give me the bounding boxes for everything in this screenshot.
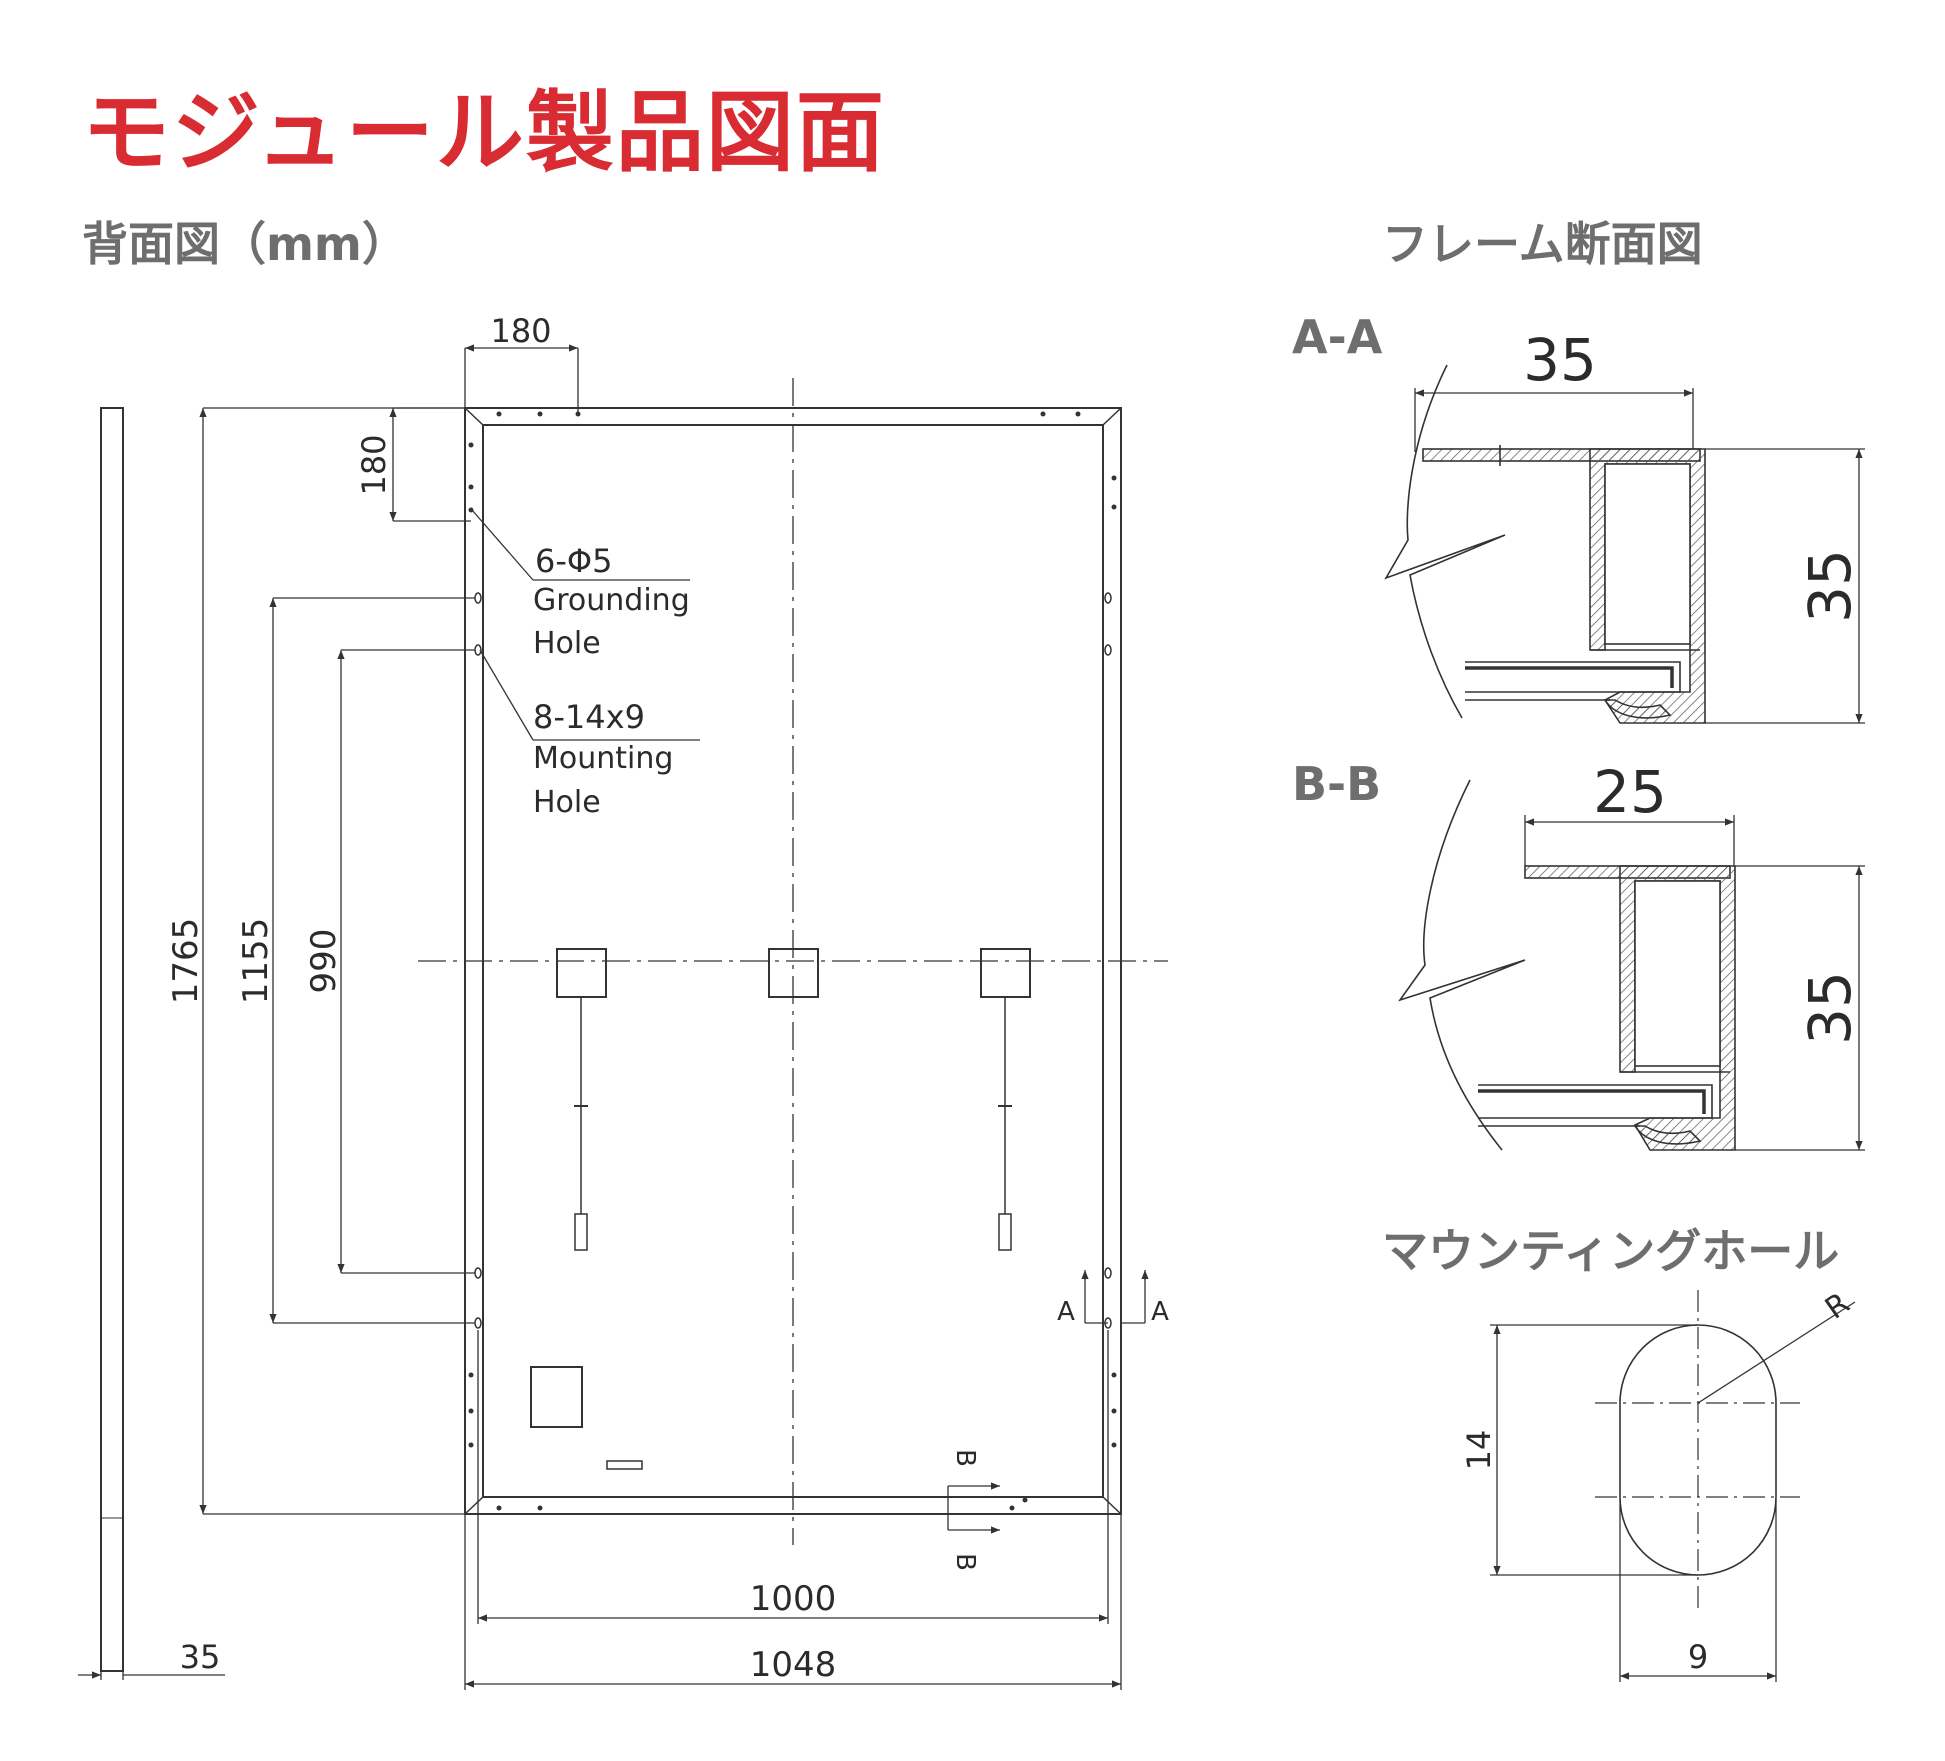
slot-height: 14: [1460, 1430, 1498, 1471]
drain-slot: [606, 1460, 643, 1470]
rear-view-drawing: [100, 378, 1168, 1672]
grounding-hole-spec: 6-Φ5: [535, 542, 612, 580]
frame-section-heading: フレーム断面図: [1382, 217, 1703, 271]
grounding-holes: [468, 411, 1117, 1511]
section-aa-drawing: [1384, 364, 1706, 724]
bb-width: 25: [1593, 758, 1667, 826]
bb-height: 35: [1796, 971, 1864, 1045]
grounding-hole-line2: Hole: [533, 626, 601, 661]
side-profile-bar: [100, 407, 124, 1672]
rear-view-dimensions: [78, 344, 1149, 1690]
connector-right: [998, 1213, 1012, 1251]
slot-width: 9: [1688, 1638, 1708, 1676]
dim-top-offset-h: 180: [490, 312, 551, 350]
junction-box-center: [768, 948, 819, 998]
junction-box-right: [980, 948, 1031, 998]
dim-thickness: 35: [180, 1638, 221, 1676]
dim-top-offset-v: 180: [355, 434, 393, 495]
dim-height-total: 1765: [166, 918, 206, 1005]
section-mark-b-top: B: [950, 1449, 980, 1467]
junction-box-left: [556, 948, 607, 998]
mounting-hole-dimensions: [1490, 1324, 1777, 1682]
mounting-hole-line1: Mounting: [533, 741, 673, 776]
aa-height: 35: [1796, 549, 1864, 623]
section-aa-label: A-A: [1292, 310, 1383, 364]
section-bb-label: B-B: [1292, 757, 1382, 811]
dim-inner-width: 1000: [750, 1579, 837, 1619]
dim-mount-outer: 1155: [236, 918, 276, 1005]
dim-mount-inner: 990: [304, 929, 344, 994]
mounting-hole-spec: 8-14x9: [533, 698, 645, 736]
mounting-hole-line2: Hole: [533, 785, 601, 820]
page-title: モジュール製品図面: [82, 81, 886, 184]
slot-radius-label: R: [1819, 1286, 1856, 1327]
section-mark-a-right: A: [1151, 1297, 1169, 1327]
dim-outer-width: 1048: [750, 1645, 837, 1685]
section-mark-a-left: A: [1057, 1297, 1075, 1327]
slot-outline: [1619, 1324, 1777, 1576]
section-bb-dimensions: [1524, 815, 1865, 1151]
grounding-hole-line1: Grounding: [533, 583, 690, 618]
connector-left: [574, 1213, 588, 1251]
aa-width: 35: [1523, 326, 1597, 394]
mounting-hole-heading: マウンティングホール: [1382, 1224, 1840, 1278]
nameplate-label: [530, 1366, 583, 1428]
section-aa-dimensions: [1414, 388, 1865, 724]
mounting-hole-drawing: [1595, 1290, 1856, 1610]
section-mark-b-bottom: B: [950, 1553, 980, 1571]
section-bb-drawing: [1397, 779, 1736, 1151]
rear-view-heading: 背面図（mm）: [82, 217, 408, 271]
